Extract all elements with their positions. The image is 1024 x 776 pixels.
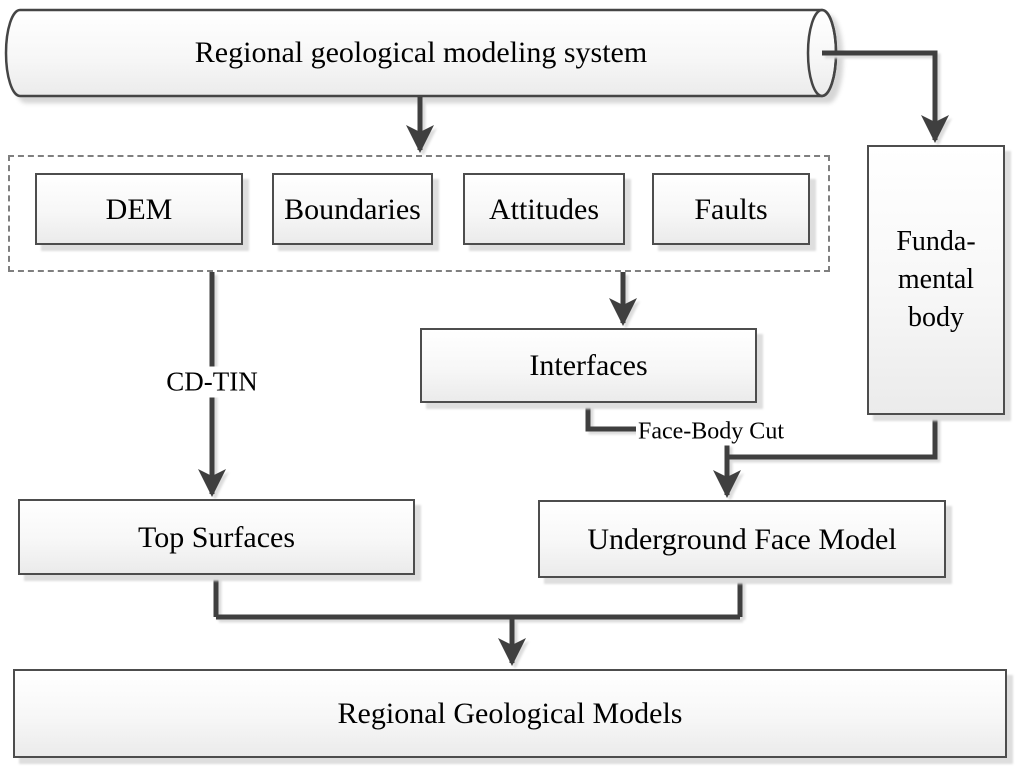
input-group-container [8, 155, 830, 272]
node-regional-geological-models: Regional Geological Models [13, 669, 1007, 758]
node-dem: DEM [35, 173, 243, 245]
node-interfaces: Interfaces [420, 328, 757, 403]
node-faults: Faults [652, 173, 810, 245]
node-attitudes: Attitudes [463, 173, 625, 245]
edge-interfaces-to-label [585, 403, 640, 432]
system-title: Regional geological modeling system [194, 36, 648, 69]
node-boundaries: Boundaries [272, 173, 433, 245]
node-fundamental-body: Funda- mental body [867, 145, 1005, 415]
node-top-surfaces: Top Surfaces [18, 499, 415, 575]
edge-label-cd-tin: CD-TIN [160, 366, 264, 398]
edge-fundamental-to-junction [727, 415, 938, 460]
edge-system-to-fundamental [822, 50, 949, 143]
edge-label-face-body-cut: Face-Body Cut [636, 418, 786, 446]
node-underground-face-model: Underground Face Model [538, 500, 946, 578]
fundamental-body-label: Funda- mental body [896, 226, 976, 333]
